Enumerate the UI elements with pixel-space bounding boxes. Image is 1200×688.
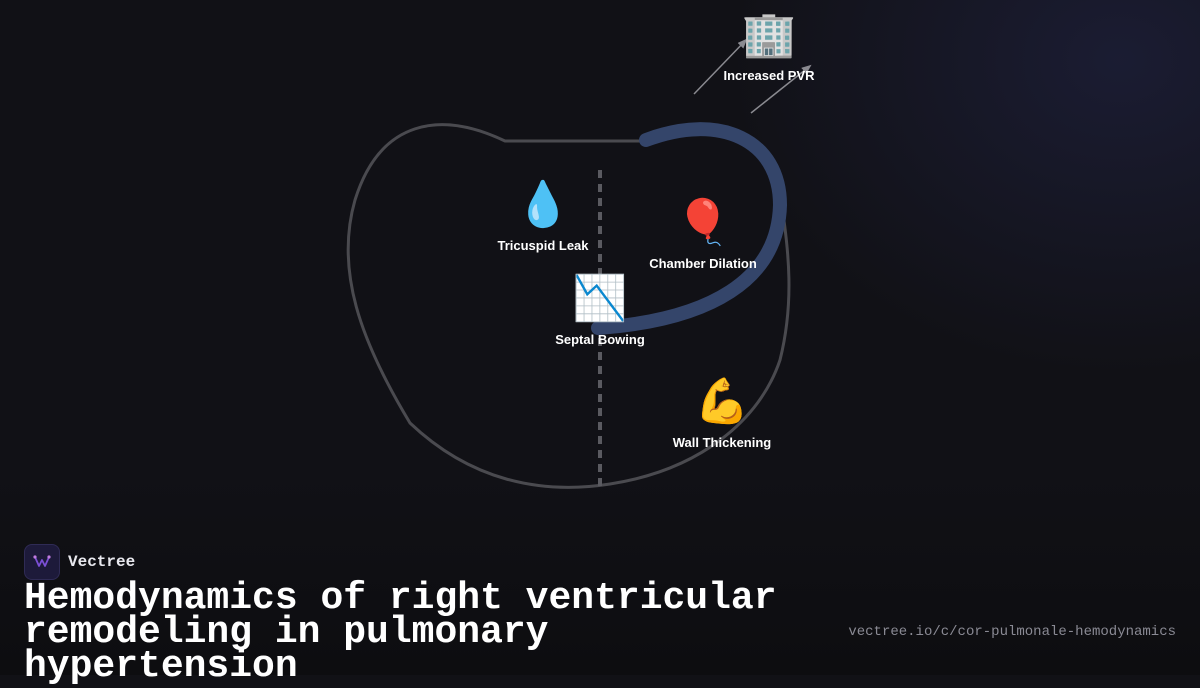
dilation-arc <box>591 122 788 335</box>
source-url[interactable]: vectree.io/c/cor-pulmonale-hemodynamics <box>848 624 1176 640</box>
pvr-arrow-right <box>750 64 812 114</box>
node-wall-thickening: 💪 Wall Thickening <box>672 376 772 451</box>
node-chamber-dilation: 🎈 Chamber Dilation <box>649 197 757 272</box>
node-label: Tricuspid Leak <box>497 238 589 253</box>
node-label: Increased PVR <box>723 68 815 83</box>
node-label: Chamber Dilation <box>649 256 757 271</box>
node-tricuspid-leak: 💧 Tricuspid Leak <box>497 179 589 254</box>
pvr-arrow-left <box>693 38 748 95</box>
balloon-icon: 🎈 <box>675 197 731 248</box>
vectree-logo-icon <box>24 544 60 580</box>
droplet-icon: 💧 <box>515 179 571 230</box>
node-increased-pvr: 🏢 Increased PVR <box>723 9 815 84</box>
chart-decreasing-icon: 📉 <box>572 273 628 324</box>
brand-name: Vectree <box>68 553 136 571</box>
brand-row: Vectree <box>24 544 135 580</box>
page-title: Hemodynamics of right ventricular remode… <box>24 577 777 688</box>
heart-outline <box>346 123 791 489</box>
node-septal-bowing: 📉 Septal Bowing <box>555 273 645 348</box>
office-building-icon: 🏢 <box>741 9 797 60</box>
node-label: Wall Thickening <box>672 435 772 450</box>
node-label: Septal Bowing <box>555 332 645 347</box>
flexed-biceps-icon: 💪 <box>694 376 750 427</box>
